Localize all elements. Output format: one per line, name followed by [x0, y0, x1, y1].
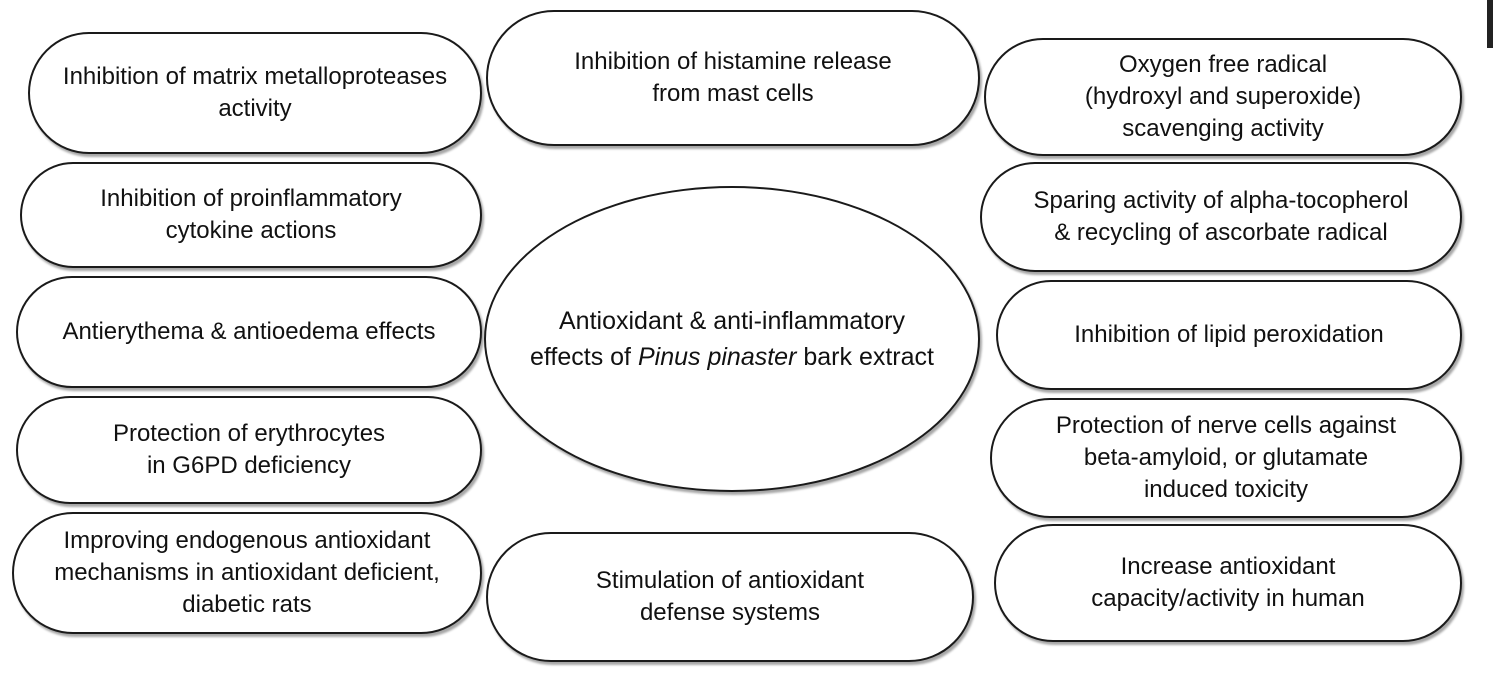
- effect-box-oxygen-radical-scavenging: Oxygen free radical (hydroxyl and supero…: [984, 38, 1462, 156]
- effect-box-text: Stimulation of antioxidant defense syste…: [595, 567, 865, 626]
- effect-box-antioxidant-defense: Stimulation of antioxidant defense syste…: [486, 532, 974, 662]
- effect-box-antierythema: Antierythema & antioedema effects: [16, 276, 482, 388]
- effect-box-nerve-cells: Protection of nerve cells against beta-a…: [990, 398, 1462, 518]
- effect-box-erythrocytes-g6pd: Protection of erythrocytes in G6PD defic…: [16, 396, 482, 504]
- effect-box-text: Inhibition of histamine release from mas…: [574, 48, 892, 107]
- center-concept-text: Antioxidant & anti-inflammatory effects …: [530, 303, 934, 375]
- effect-box-proinflammatory-cytokine: Inhibition of proinflammatory cytokine a…: [20, 162, 482, 268]
- effect-box-matrix-metalloproteases: Inhibition of matrix metalloproteases ac…: [28, 32, 482, 154]
- effect-box-text: Protection of erythrocytes in G6PD defic…: [112, 420, 386, 479]
- effect-box-text: Sparing activity of alpha-tocopherol & r…: [1033, 187, 1409, 246]
- effect-box-lipid-peroxidation: Inhibition of lipid peroxidation: [996, 280, 1462, 390]
- scrollbar-edge: [1487, 0, 1493, 48]
- effect-box-text: Inhibition of proinflammatory cytokine a…: [100, 185, 402, 244]
- effect-box-endogenous-antioxidant: Improving endogenous antioxidant mechani…: [12, 512, 482, 634]
- effect-box-antioxidant-capacity-human: Increase antioxidant capacity/activity i…: [994, 524, 1462, 642]
- effect-box-alpha-tocopherol: Sparing activity of alpha-tocopherol & r…: [980, 162, 1462, 272]
- effect-box-text: Inhibition of matrix metalloproteases ac…: [62, 63, 448, 122]
- effect-box-text: Protection of nerve cells against beta-a…: [1055, 412, 1397, 503]
- effect-box-text: Improving endogenous antioxidant mechani…: [54, 527, 440, 618]
- effect-box-histamine-release: Inhibition of histamine release from mas…: [486, 10, 980, 146]
- effect-box-text: Oxygen free radical (hydroxyl and supero…: [1084, 51, 1362, 142]
- center-concept-oval: Antioxidant & anti-inflammatory effects …: [484, 186, 980, 492]
- effect-box-text: Inhibition of lipid peroxidation: [1074, 321, 1384, 348]
- effect-box-text: Increase antioxidant capacity/activity i…: [1091, 553, 1365, 612]
- effect-box-text: Antierythema & antioedema effects: [62, 318, 436, 345]
- center-line-2: effects of Pinus pinaster bark extract: [530, 343, 934, 371]
